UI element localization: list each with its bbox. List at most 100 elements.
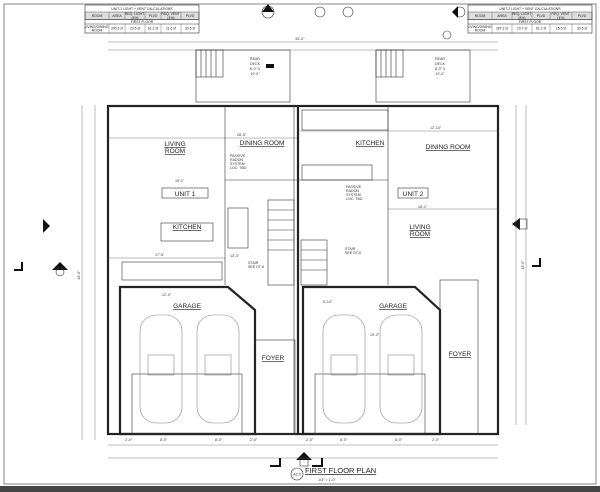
plan-label: 11.6 sf [166,27,176,31]
car-icon [196,314,240,424]
plan-label: 61.2 sf [536,27,546,31]
plan-linework [532,258,541,267]
plan-label: AREA [497,14,507,18]
plan-linework [55,267,65,277]
plan-label: DINING ROOM [426,144,471,151]
plan-label: LOC. TBD [346,197,363,201]
plan-label: REAR [250,57,260,61]
plan-linework [301,249,327,271]
plan-label: RADON [346,189,359,193]
plan-linework [442,30,452,40]
car-icon [322,314,366,424]
plan-label: LOC. TBD [230,166,247,170]
plan-linework [452,6,458,18]
plan-label: REAR [435,57,445,61]
plan-label: 23.5 sf [130,27,140,31]
plan-label: KITCHEN [356,140,385,147]
plan-linework [108,12,182,33]
plan-label: 18'-1" [418,205,428,209]
plan-linework [296,452,312,460]
plan-label: DECK [250,62,261,66]
plan-linework [43,219,50,233]
plan-label: 17'-5" [155,253,165,257]
plan-linework [439,279,479,435]
plan-linework [375,49,471,103]
plan-linework [131,373,243,435]
plan-linework [314,6,326,18]
plan-label: ROOM [92,14,103,18]
plan-linework [268,209,294,251]
plan-label: SEE DT-6 [345,251,361,255]
plan-label: 12'-10" [430,126,442,130]
plan-label: 287.2 sf [496,27,508,31]
plan-label: UNIT-1 LIGHT + VENT CALCULATIONS [111,7,173,11]
plan-label: 45'-0" [521,260,525,270]
plan-linework [301,164,373,181]
table-cell-line: (8%) [131,16,138,20]
plan-label: 28'-5" [237,133,247,137]
plan-label: KITCHEN [173,224,202,231]
plan-label: 8'-0" [215,438,223,442]
plan-label: UNIT 2 [403,191,424,198]
plan-label: 13'-3" [230,254,240,258]
table-cell-line: (8%) [518,16,525,20]
plan-label: 8'-0" X [250,67,261,71]
drawing-ref-circle [290,467,304,481]
plan-label: 2'-0" [306,438,314,442]
table-cell-line: REQ. LIGHT [125,12,145,16]
plan-label: 30.6 sf [185,27,195,31]
plan-label: AREA [112,14,122,18]
plan-label: GARAGE [379,303,407,310]
table-cell-line: (4%) [167,16,174,20]
plan-label: 52'-0" [295,37,305,41]
plan-linework [121,261,223,281]
plan-linework [379,314,423,424]
plan-linework [195,49,291,103]
plan-linework [204,354,232,376]
drawing-title: A2.2 FIRST FLOOR PLAN 1/4" = 1'-0" [290,466,376,482]
plan-linework [467,4,593,34]
plan-linework [387,354,415,376]
plan-label: STAIR [248,261,259,265]
plan-label: PASSIVE [230,154,246,158]
plan-label: PLVD [537,14,546,18]
table-cell-line: ROOM [475,29,486,33]
unit1-garage: GARAGE 12'-0" FOYER 2'-0" 8'-0" 8'-0" 2'… [118,285,296,442]
section-marker-icon [43,4,528,467]
unit2-light-vent-table: UNIT-2 LIGHT + VENT CALCULATIONS ROOM AR… [467,4,593,34]
unit2-garage: GARAGE 19'-2" 6'-10" FOYER 2'-0" 8'-0" 8… [301,279,479,442]
plan-label: GARAGE [173,303,201,310]
plan-linework [270,458,281,467]
plan-linework [84,4,200,34]
plan-label: 12'-0" [162,293,172,297]
plan-label: LIVING/DINING ROOM [468,25,493,33]
plan-label: SYSTEM [230,162,245,166]
rear-deck-unit2: REAR DECK 8'-0" X 10'-0" [375,49,471,103]
table-cell-line: (4%) [557,16,564,20]
plan-label: REQ. VENT (4%) [551,12,570,20]
table-cell-line: ROOM [92,29,103,33]
plan-linework [262,4,274,12]
plan-linework [312,458,323,467]
plan-label: DINING ROOM [240,140,285,147]
plan-label: 10'-0" [250,72,260,76]
plan-linework [314,373,426,435]
plan-label: LIVING [164,141,185,148]
plan-label: 2'-0" [125,438,133,442]
plan-linework [254,339,296,435]
table-cell-line: REQ. VENT [551,12,570,16]
plan-label: 8'-0" [160,438,168,442]
plan-label: SYSTEM [346,193,361,197]
plan-linework [14,262,23,271]
plan-label: A2.2 [293,473,301,477]
plan-linework [266,64,274,68]
plan-label: FOYER [449,351,472,358]
plan-label: ROOM [410,231,430,238]
plan-linework [195,49,224,78]
plan-label: 2'-0" [432,438,440,442]
plan-label: PASSIVE [346,185,362,189]
plan-linework [52,262,68,270]
plan-label: ROOM [475,14,486,18]
plan-label: RADON [230,158,243,162]
plan-linework [200,50,217,77]
